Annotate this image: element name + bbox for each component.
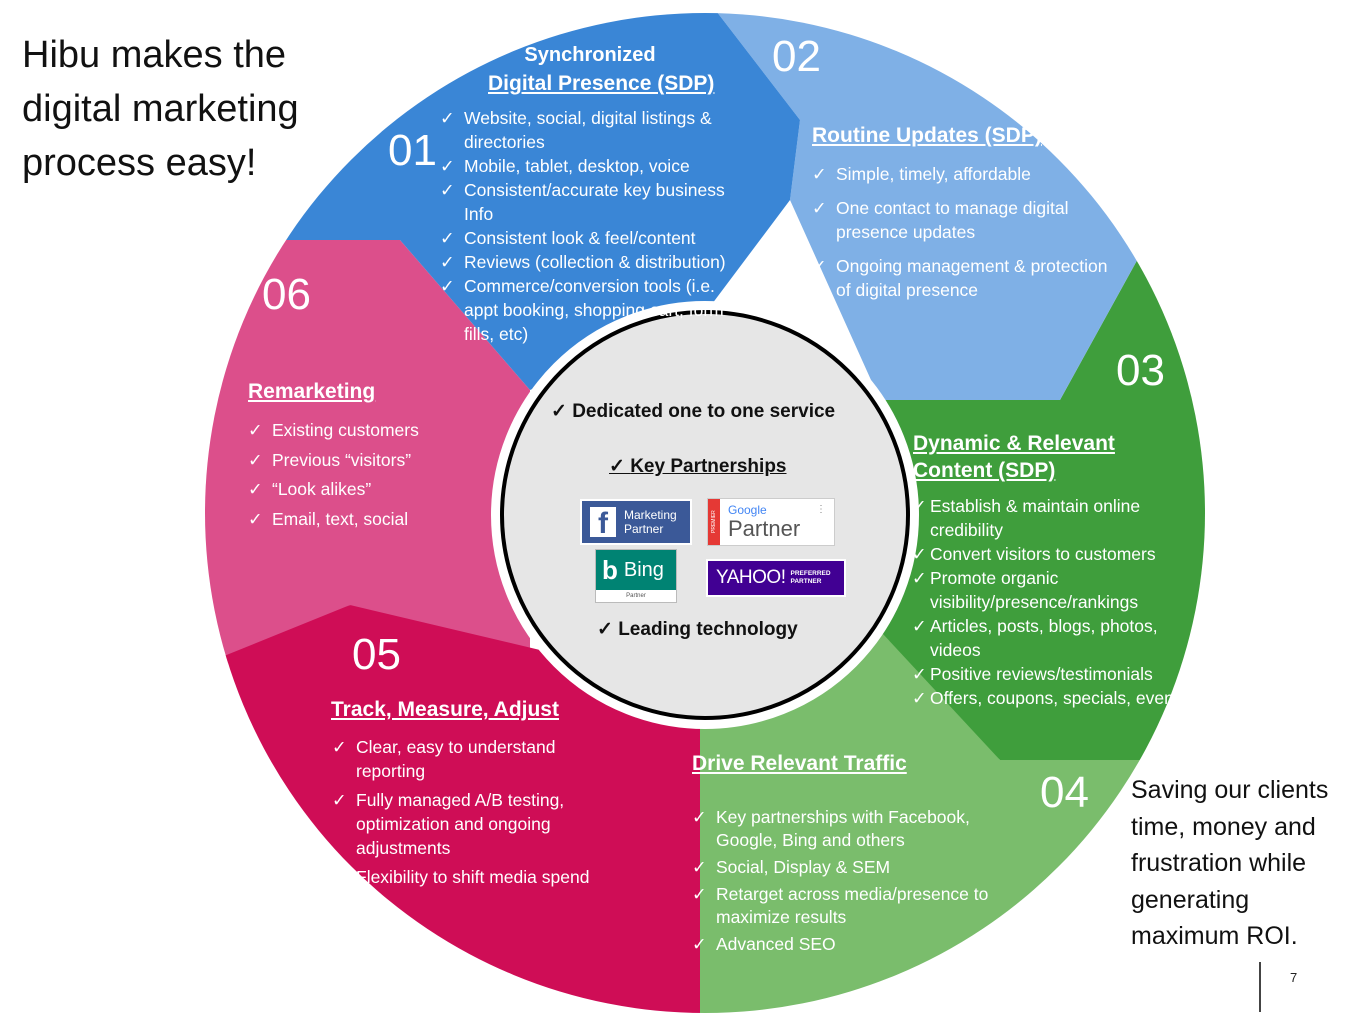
list-item: Clear, easy to understand reporting xyxy=(332,735,622,783)
bing-icon: b xyxy=(602,555,618,585)
segment-02-number: 02 xyxy=(772,32,821,81)
center-item-technology: Leading technology xyxy=(597,618,797,641)
segment-02-title: Routine Updates (SDP) xyxy=(812,124,1042,147)
yahoo-logo-sub2: PARTNER xyxy=(790,578,822,585)
center-item-partnerships: Key Partnerships xyxy=(609,455,786,478)
list-item: Advanced SEO xyxy=(692,933,1022,956)
list-item: Fully managed A/B testing, optimization … xyxy=(332,788,622,860)
yahoo-logo-sub1: PREFERRED xyxy=(790,570,831,577)
segment-01-subtitle: Synchronized xyxy=(524,44,656,66)
yahoo-preferred-partner-logo: YAHOO! PREFERRED PARTNER xyxy=(706,559,846,597)
list-item: Social, Display & SEM xyxy=(692,856,1022,879)
center-circle xyxy=(491,301,919,729)
segment-05-list: Clear, easy to understand reporting Full… xyxy=(332,735,622,889)
segment-01-number: 01 xyxy=(388,126,437,175)
facebook-marketing-partner-logo: f Marketing Partner xyxy=(580,499,692,545)
segment-03-list: Establish & maintain online credibility … xyxy=(912,494,1204,710)
list-item: Reviews (collection & distribution) xyxy=(440,250,750,274)
list-item: Previous “visitors” xyxy=(248,446,488,476)
google-brand-text: Google xyxy=(728,502,767,517)
list-item: Existing customers xyxy=(248,416,488,446)
facebook-icon: f xyxy=(590,507,616,537)
list-item: Email, text, social xyxy=(248,505,488,535)
list-item: Key partnerships with Facebook, Google, … xyxy=(692,806,1022,852)
segment-06-title: Remarketing xyxy=(248,380,376,403)
google-partner-logo: PREMIER Google Partner ⋮ xyxy=(707,498,835,546)
list-item: Positive reviews/testimonials xyxy=(912,662,1204,686)
side-caption: Saving our clients time, money and frust… xyxy=(1131,776,1329,950)
segment-01-title: Digital Presence (SDP) xyxy=(488,72,715,95)
list-item: Consistent/accurate key business Info xyxy=(440,178,750,226)
google-premier-badge: PREMIER xyxy=(708,499,720,545)
list-item: Website, social, digital listings & dire… xyxy=(440,106,750,154)
yahoo-logo-text: YAHOO! xyxy=(716,567,786,588)
more-vertical-icon: ⋮ xyxy=(816,504,826,515)
page-heading: Hibu makes the digital marketing process… xyxy=(22,34,299,184)
segment-03-number: 03 xyxy=(1116,346,1165,395)
bing-partner-logo: b Bing Partner xyxy=(595,549,677,603)
facebook-logo-line2: Partner xyxy=(624,522,664,536)
facebook-logo-line1: Marketing xyxy=(624,508,677,522)
list-item: Retarget across media/presence to maximi… xyxy=(692,883,1022,929)
list-item: One contact to manage digital presence u… xyxy=(812,196,1112,244)
list-item: Simple, timely, affordable xyxy=(812,162,1112,186)
segment-05-number: 05 xyxy=(352,630,401,679)
list-item: Mobile, tablet, desktop, voice xyxy=(440,154,750,178)
segment-02-list: Simple, timely, affordable One contact t… xyxy=(812,162,1112,302)
list-item: Promote organic visibility/presence/rank… xyxy=(912,566,1204,614)
segment-04-number: 04 xyxy=(1040,768,1089,817)
segment-06-list: Existing customers Previous “visitors” “… xyxy=(248,416,488,534)
segment-05-title: Track, Measure, Adjust xyxy=(331,698,559,721)
list-item: Convert visitors to customers xyxy=(912,542,1204,566)
list-item: Ongoing management & protection of digit… xyxy=(812,254,1112,302)
segment-03-title: Dynamic & Relevant Content (SDP) xyxy=(913,432,1115,482)
google-partner-text: Partner xyxy=(728,515,801,541)
bing-logo-subtext: Partner xyxy=(626,593,646,599)
segment-06-number: 06 xyxy=(262,270,311,319)
list-item: Establish & maintain online credibility xyxy=(912,494,1204,542)
list-item: Flexibility to shift media spend xyxy=(332,865,622,889)
list-item: Articles, posts, blogs, photos, videos xyxy=(912,614,1204,662)
bing-logo-text: Bing xyxy=(623,558,664,581)
list-item: Commerce/conversion tools (i.e. appt boo… xyxy=(440,274,750,346)
center-item-service: Dedicated one to one service xyxy=(551,400,835,423)
page-number: 7 xyxy=(1290,970,1298,985)
list-item: Consistent look & feel/content xyxy=(440,226,750,250)
segment-01-list: Website, social, digital listings & dire… xyxy=(440,106,750,346)
list-item: “Look alikes” xyxy=(248,475,488,505)
segment-04-list: Key partnerships with Facebook, Google, … xyxy=(692,806,1022,956)
page-number-divider xyxy=(1259,962,1261,1012)
list-item: Offers, coupons, specials, events xyxy=(912,686,1204,710)
segment-04-title: Drive Relevant Traffic xyxy=(692,752,907,775)
